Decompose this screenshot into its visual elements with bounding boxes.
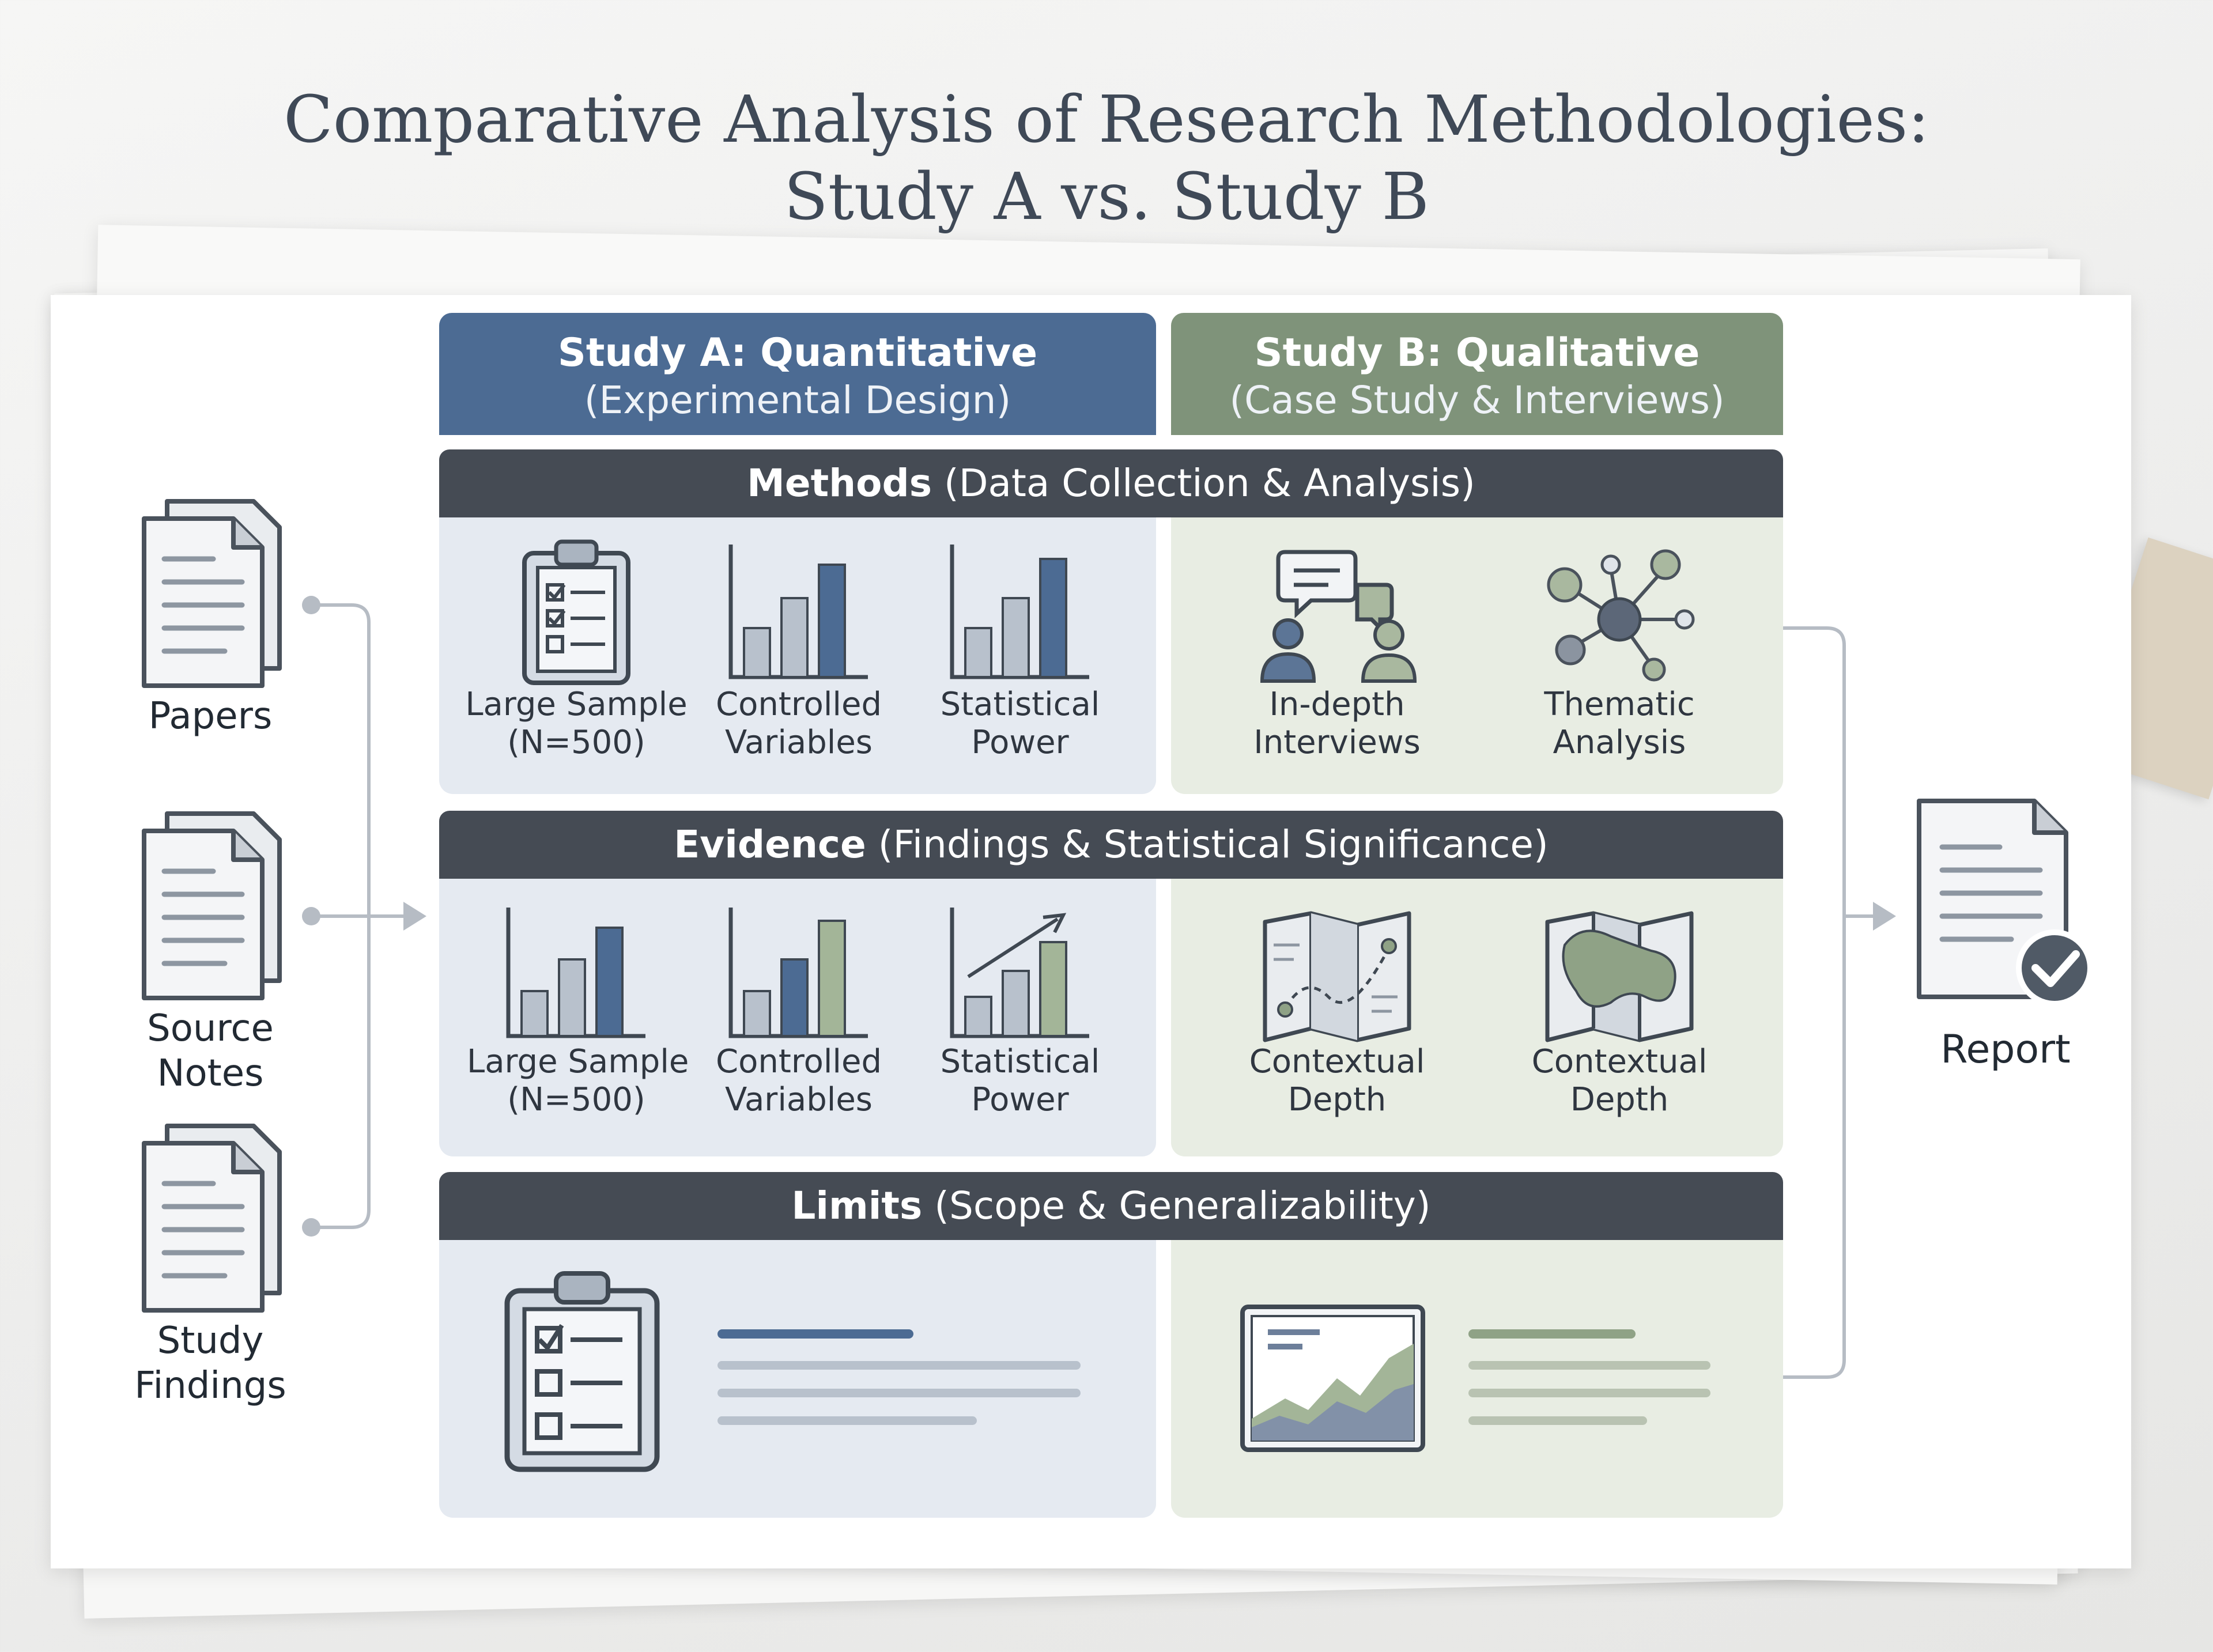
study-a-header: Study A: Quantitative (Experimental Desi… bbox=[439, 313, 1156, 435]
evidence-contextual-depth-2: Contextual Depth bbox=[1510, 910, 1729, 1119]
bar-chart-icon bbox=[728, 908, 868, 1038]
methods-large-sample: Large Sample (N=500) bbox=[461, 536, 692, 762]
source-label: Papers bbox=[148, 695, 273, 738]
limits-b-text-line-4 bbox=[1468, 1416, 1647, 1425]
area-chart-icon bbox=[1240, 1305, 1425, 1452]
methods-controlled-variables: Controlled Variables bbox=[689, 542, 908, 762]
trend-bar-chart-icon bbox=[950, 908, 1089, 1038]
bar-chart-icon bbox=[728, 545, 868, 679]
study-b-header: Study B: Qualitative (Case Study & Inter… bbox=[1171, 313, 1783, 435]
interview-people-icon bbox=[1260, 550, 1417, 683]
bar-chart-icon bbox=[506, 908, 645, 1038]
evidence-contextual-depth-1: Contextual Depth bbox=[1228, 910, 1447, 1119]
report-output: Report bbox=[1908, 795, 2104, 1072]
limits-b-text-line-3 bbox=[1468, 1389, 1710, 1397]
study-b-title: Study B: Qualitative bbox=[1254, 330, 1700, 376]
study-a-title: Study A: Quantitative bbox=[557, 330, 1038, 376]
document-stack-icon bbox=[142, 499, 282, 688]
limits-band: Limits (Scope & Generalizability) bbox=[439, 1172, 1783, 1240]
document-stack-icon bbox=[142, 1124, 282, 1313]
source-label: Source Notes bbox=[147, 1007, 274, 1095]
study-a-subtitle: (Experimental Design) bbox=[584, 378, 1011, 422]
methods-statistical-power: Statistical Power bbox=[911, 542, 1130, 762]
report-check-icon bbox=[1917, 799, 2093, 1007]
methods-in-depth-interviews: In-depth Interviews bbox=[1228, 547, 1447, 762]
source-papers: Papers bbox=[101, 496, 320, 739]
report-label: Report bbox=[1940, 1027, 2071, 1072]
map-path-icon bbox=[1263, 911, 1411, 1042]
limits-a-text-line-1 bbox=[717, 1329, 913, 1339]
document-stack-icon bbox=[142, 811, 282, 1000]
limits-b-text-line-1 bbox=[1468, 1329, 1636, 1339]
checklist-clipboard-icon bbox=[504, 1271, 660, 1472]
map-region-icon bbox=[1545, 911, 1694, 1042]
evidence-large-sample: Large Sample (N=500) bbox=[467, 905, 689, 1119]
page-subtitle: Study A vs. Study B bbox=[784, 160, 1429, 235]
bar-chart-icon bbox=[950, 545, 1089, 679]
evidence-band: Evidence (Findings & Statistical Signifi… bbox=[439, 811, 1783, 879]
source-notes: Source Notes bbox=[101, 808, 320, 1096]
methods-thematic-analysis: Thematic Analysis bbox=[1510, 547, 1729, 762]
limits-a-text-line-3 bbox=[717, 1389, 1081, 1397]
study-b-subtitle: (Case Study & Interviews) bbox=[1229, 378, 1725, 422]
evidence-controlled-variables: Controlled Variables bbox=[689, 905, 908, 1119]
evidence-statistical-power: Statistical Power bbox=[911, 905, 1130, 1119]
limits-b-text-line-2 bbox=[1468, 1361, 1710, 1370]
page-title: Comparative Analysis of Research Methodo… bbox=[284, 82, 1929, 157]
limits-a-text-line-4 bbox=[717, 1416, 977, 1425]
network-nodes-icon bbox=[1547, 549, 1695, 682]
clipboard-checklist-icon bbox=[522, 539, 630, 685]
limits-a-text-line-2 bbox=[717, 1361, 1081, 1370]
methods-band: Methods (Data Collection & Analysis) bbox=[439, 449, 1783, 517]
